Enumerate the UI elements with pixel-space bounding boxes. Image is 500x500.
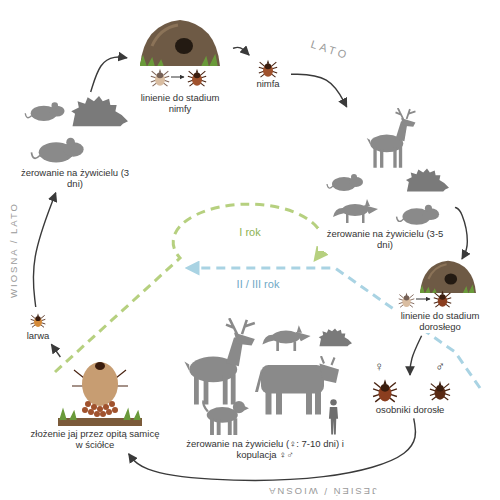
larva-hosts-figure xyxy=(25,96,128,162)
nymph-icon xyxy=(259,60,277,77)
cycle-arrow xyxy=(291,74,347,107)
stage-node: linienie do stadium dorosłego xyxy=(388,262,492,333)
stage-node: żerowanie na żywicielu (3-5 dni) xyxy=(318,110,452,251)
stage-caption: linienie do stadium dorosłego xyxy=(388,310,492,333)
year-label: II / III rok xyxy=(237,279,280,290)
female-tick xyxy=(373,379,397,402)
sex-symbol: ♀ xyxy=(374,360,384,373)
cycle-arrow xyxy=(455,207,467,259)
stage-node: złożenie jaj przez opitą samicę w ściółc… xyxy=(28,360,162,451)
stage-caption: linienie do stadium nimfy xyxy=(130,92,230,115)
stage-node: linienie do stadium nimfy xyxy=(130,18,230,115)
stage-caption: nimfa xyxy=(255,78,280,89)
stage-caption: żerowanie na żywicielu (3 dni) xyxy=(18,167,132,190)
moult-adult-figure xyxy=(399,261,476,307)
stage-caption: żerowanie na żywicielu (3-5 dni) xyxy=(318,228,452,251)
cycle-arrow xyxy=(129,418,416,480)
stage-node: larwa xyxy=(18,310,58,341)
adult-hosts-figure xyxy=(184,318,352,435)
cycle-arrow xyxy=(51,344,60,357)
stage-node: osobniki dorosłe xyxy=(360,378,460,415)
nymph-hosts-figure xyxy=(327,108,449,225)
year-label: I rok xyxy=(239,227,260,238)
season-label: JESIEŃ / WIOSNA xyxy=(267,486,377,496)
moult-nymph-figure xyxy=(140,20,220,86)
stage-node: żerowanie na żywicielu (3 dni) xyxy=(18,95,132,190)
male-tick xyxy=(430,381,450,400)
stage-caption: osobniki dorosłe xyxy=(375,404,446,415)
cycle-arrow xyxy=(91,57,127,92)
sex-symbol: ♂ xyxy=(435,360,445,373)
cycle-arrow xyxy=(410,336,422,375)
stage-node: nimfa xyxy=(248,58,288,89)
stage-node: żerowanie na żywicielu (♀: 7-10 dni) i k… xyxy=(171,318,360,461)
cycle-arrow xyxy=(33,193,55,307)
season-label: LATO xyxy=(309,39,350,62)
year-one-loop xyxy=(55,204,323,372)
stage-caption: larwa xyxy=(26,330,51,341)
cycle-arrow xyxy=(233,47,249,55)
stage-caption: żerowanie na żywicielu (♀: 7-10 dni) i k… xyxy=(171,438,360,461)
season-label: WIOSNA / LATO xyxy=(9,202,19,298)
larva-icon xyxy=(31,313,46,327)
egg-laying-figure xyxy=(58,362,142,426)
stage-caption: złożenie jaj przez opitą samicę w ściółc… xyxy=(28,428,162,451)
